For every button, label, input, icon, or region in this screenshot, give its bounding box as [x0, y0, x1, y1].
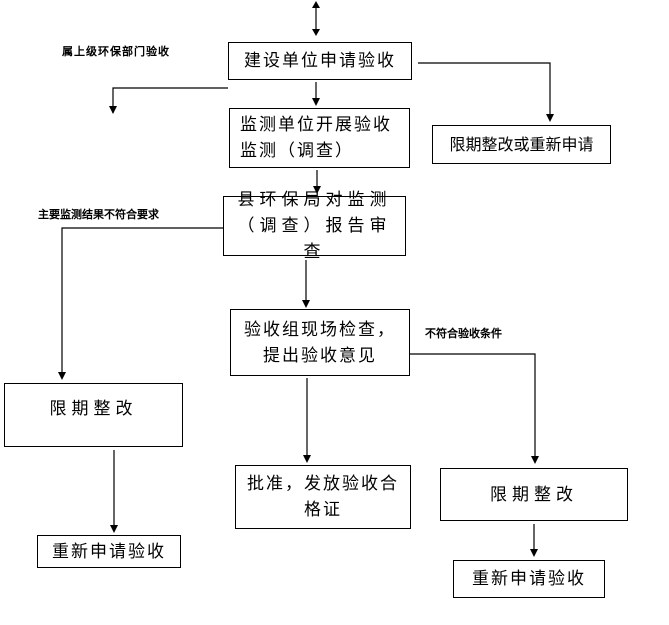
label-conditions-fail: 不符合验收条件: [425, 327, 502, 340]
arrow-higher-level: [112, 87, 228, 113]
node-review: 县环保局对监测（调查）报告审查: [223, 190, 406, 262]
arrow-to-rectify-left: [61, 227, 223, 378]
node-rectify-or-reapply: 限期整改或重新申请: [432, 125, 611, 164]
node-inspection: 验收组现场检查，提出验收意见: [230, 309, 410, 376]
node-approve-text: 批准，发放验收合格证: [247, 474, 399, 520]
node-inspection-text: 验收组现场检查，提出验收意见: [244, 319, 396, 366]
node-apply-text: 建设单位申请验收: [244, 51, 396, 71]
node-approve: 批准，发放验收合格证: [235, 465, 411, 529]
node-rectify-left-text: 限期整改: [49, 399, 138, 419]
arrow-to-rectify-right: [409, 353, 536, 462]
node-reapply-left: 重新申请验收: [37, 535, 181, 568]
node-reapply-left-text: 重新申请验收: [52, 541, 166, 562]
label-higher-level: 属上级环保部门验收: [62, 45, 170, 58]
node-reapply-right: 重新申请验收: [453, 560, 605, 598]
arrow-to-rectify-or-reapply: [418, 62, 551, 120]
node-rectify-or-reapply-text: 限期整改或重新申请: [449, 134, 594, 154]
node-monitoring: 监测单位开展验收监测（调查）: [229, 108, 410, 168]
node-rectify-left: 限期整改: [4, 383, 183, 447]
node-review-text: 县环保局对监测（调查）报告审查: [237, 190, 392, 262]
node-rectify-right: 限期整改: [440, 468, 628, 521]
node-apply: 建设单位申请验收: [228, 42, 412, 80]
label-results-fail: 主要监测结果不符合要求: [38, 208, 159, 221]
node-rectify-right-text: 限期整改: [490, 484, 578, 505]
node-monitoring-text: 监测单位开展验收监测（调查）: [240, 115, 392, 161]
node-reapply-right-text: 重新申请验收: [472, 569, 586, 589]
